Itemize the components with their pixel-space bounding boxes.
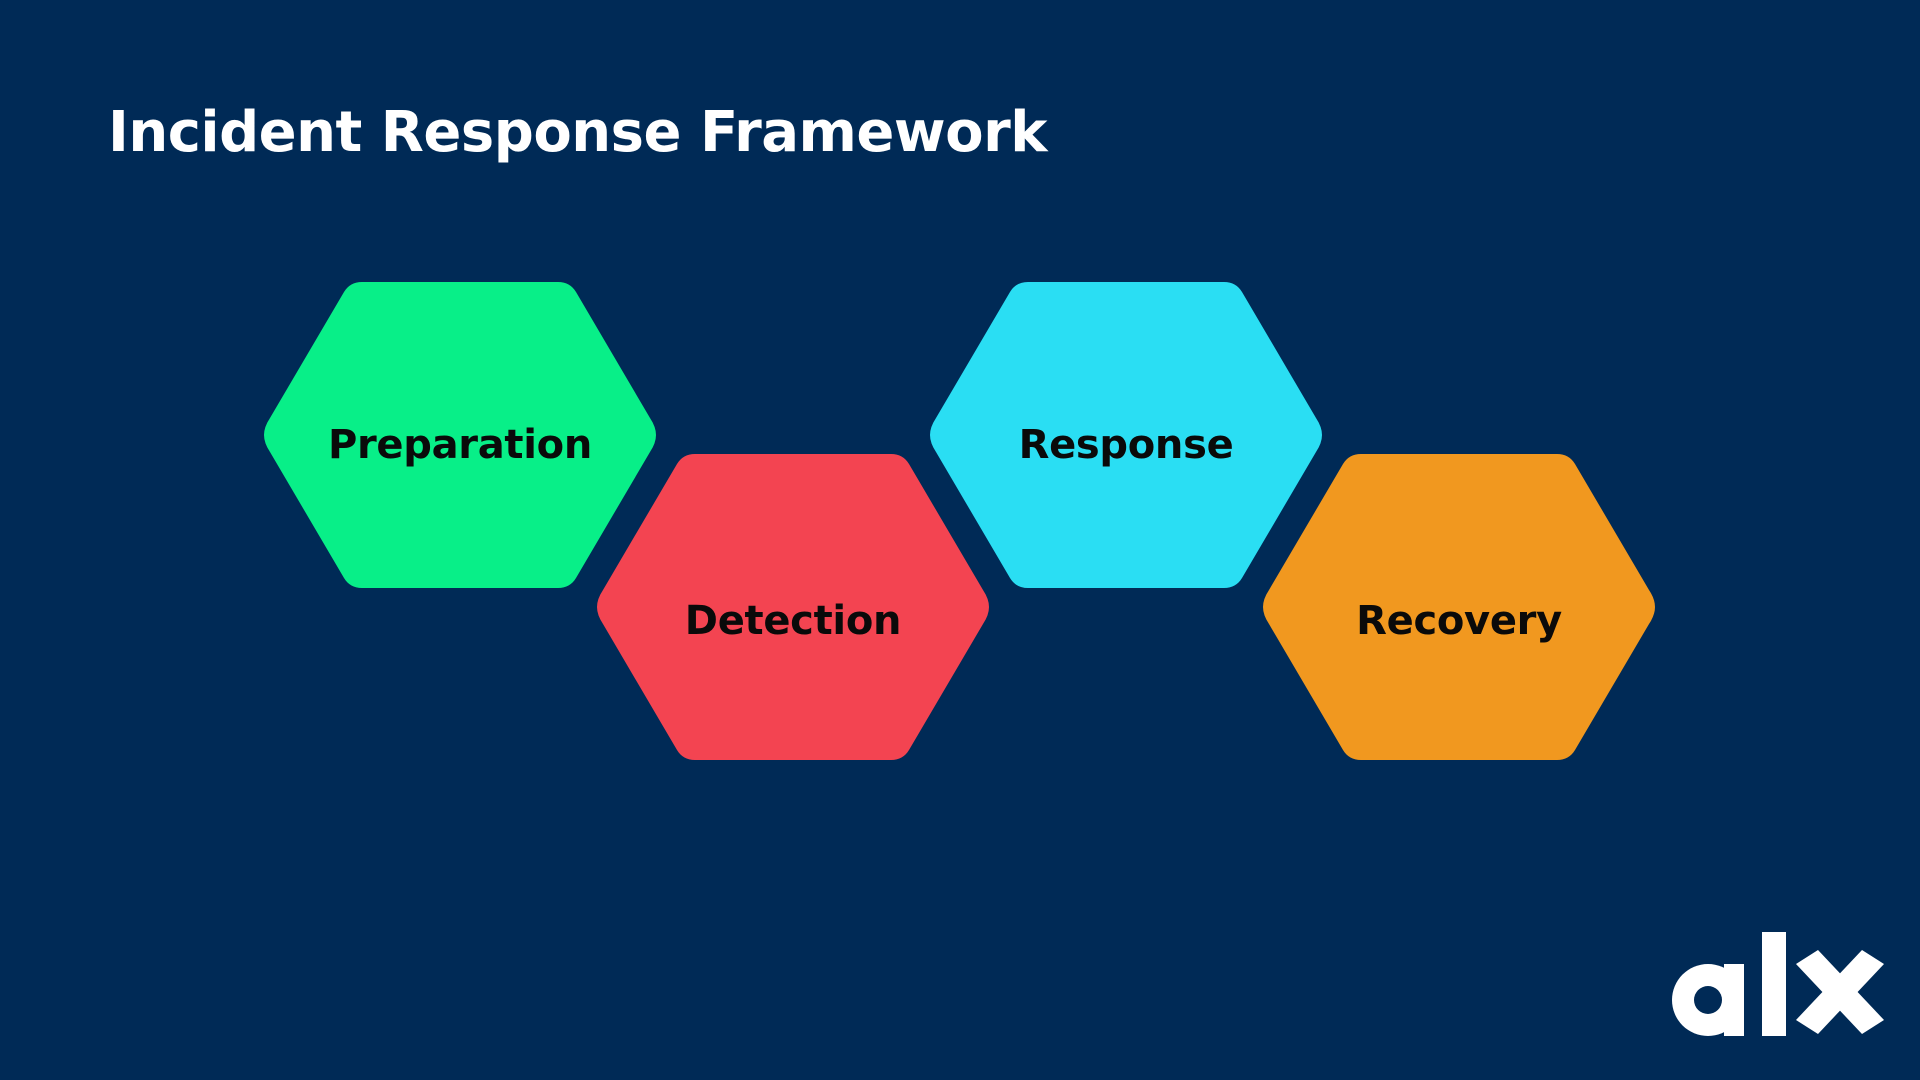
logo-letter-l: [1762, 932, 1786, 1036]
slide-title: Incident Response Framework: [108, 100, 1047, 165]
logo-letter-x: [1796, 950, 1884, 1034]
hexagon-shape: [1263, 454, 1655, 760]
alx-logo: [1672, 928, 1884, 1040]
hexagon-shape: [930, 282, 1322, 588]
stage-preparation: Preparation: [264, 282, 656, 628]
hexagon-shape: [264, 282, 656, 588]
stage-recovery: Recovery: [1263, 454, 1655, 800]
hexagon-fill: [597, 454, 989, 760]
stage-detection: Detection: [597, 454, 989, 800]
hexagon-fill: [930, 282, 1322, 588]
stage-response: Response: [930, 282, 1322, 628]
stage-label: Recovery: [1356, 598, 1562, 644]
hexagon-fill: [264, 282, 656, 588]
hexagon-shape: [597, 454, 989, 760]
alx-logo-mark: [1672, 932, 1884, 1036]
stage-label: Response: [1018, 422, 1234, 468]
stage-label: Preparation: [327, 422, 592, 468]
stage-label: Detection: [684, 598, 902, 644]
logo-letter-a-stem: [1724, 964, 1744, 1036]
hexagon-fill: [1263, 454, 1655, 760]
